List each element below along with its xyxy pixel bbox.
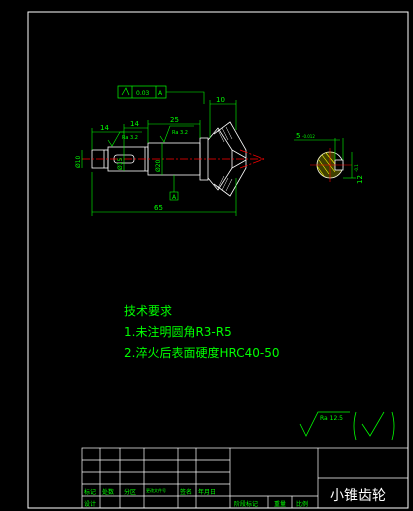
dim-14b: 14 xyxy=(130,120,139,128)
svg-text:重量: 重量 xyxy=(274,500,286,508)
key-depth: 12 xyxy=(356,175,364,184)
svg-text:年月日: 年月日 xyxy=(198,488,216,496)
section-view xyxy=(310,148,352,182)
svg-text:处数: 处数 xyxy=(102,488,114,496)
roughness-symbols xyxy=(107,125,194,147)
tech-req-item1: 1.未注明圆角R3-R5 xyxy=(124,324,232,339)
roughness-ra32b: Ra 3.2 xyxy=(172,130,188,136)
drawing-frame xyxy=(27,11,409,509)
tolerance-datum: A xyxy=(158,90,163,97)
svg-text:签名: 签名 xyxy=(180,488,192,496)
svg-text:更改文件号: 更改文件号 xyxy=(146,487,166,493)
key-depth-tol: -0.1 xyxy=(354,164,359,172)
title-block-labels: 标记 处数 分区 更改文件号 签名 年月日 设计 阶段标记 重量 比例 xyxy=(84,487,308,508)
svg-text:分区: 分区 xyxy=(124,488,136,496)
dim-dia10: Ø10 xyxy=(75,155,82,168)
svg-text:标记: 标记 xyxy=(84,488,96,496)
general-roughness xyxy=(299,411,395,441)
datum-label-a: A xyxy=(172,194,177,201)
key-width-tol: -0.012 xyxy=(302,134,315,139)
tolerance-frame xyxy=(117,85,167,99)
tolerance-value: 0.03 xyxy=(136,90,150,97)
general-roughness-value: Ra 12.5 xyxy=(320,415,343,422)
tech-req-item2: 2.淬火后表面硬度HRC40-50 xyxy=(124,345,279,360)
dimension-lines xyxy=(81,91,237,216)
svg-text:设计: 设计 xyxy=(84,500,96,508)
section-dims xyxy=(294,138,356,179)
roughness-ra32a: Ra 3.2 xyxy=(122,135,138,141)
dim-10: 10 xyxy=(216,96,225,104)
part-name: 小锥齿轮 xyxy=(330,488,386,504)
dim-dia20: Ø20 xyxy=(155,159,162,172)
key-width: 5 xyxy=(296,132,300,140)
center-line xyxy=(82,149,265,169)
tech-req-heading: 技术要求 xyxy=(124,304,172,318)
dim-65: 65 xyxy=(154,204,163,212)
title-block xyxy=(81,447,409,509)
dim-14a: 14 xyxy=(100,124,109,132)
dim-dia15: Ø15 xyxy=(117,157,124,170)
svg-text:阶段标记: 阶段标记 xyxy=(234,500,258,508)
dim-25: 25 xyxy=(170,116,179,124)
gear-tooth-hatching xyxy=(217,126,233,192)
svg-text:比例: 比例 xyxy=(296,500,308,508)
